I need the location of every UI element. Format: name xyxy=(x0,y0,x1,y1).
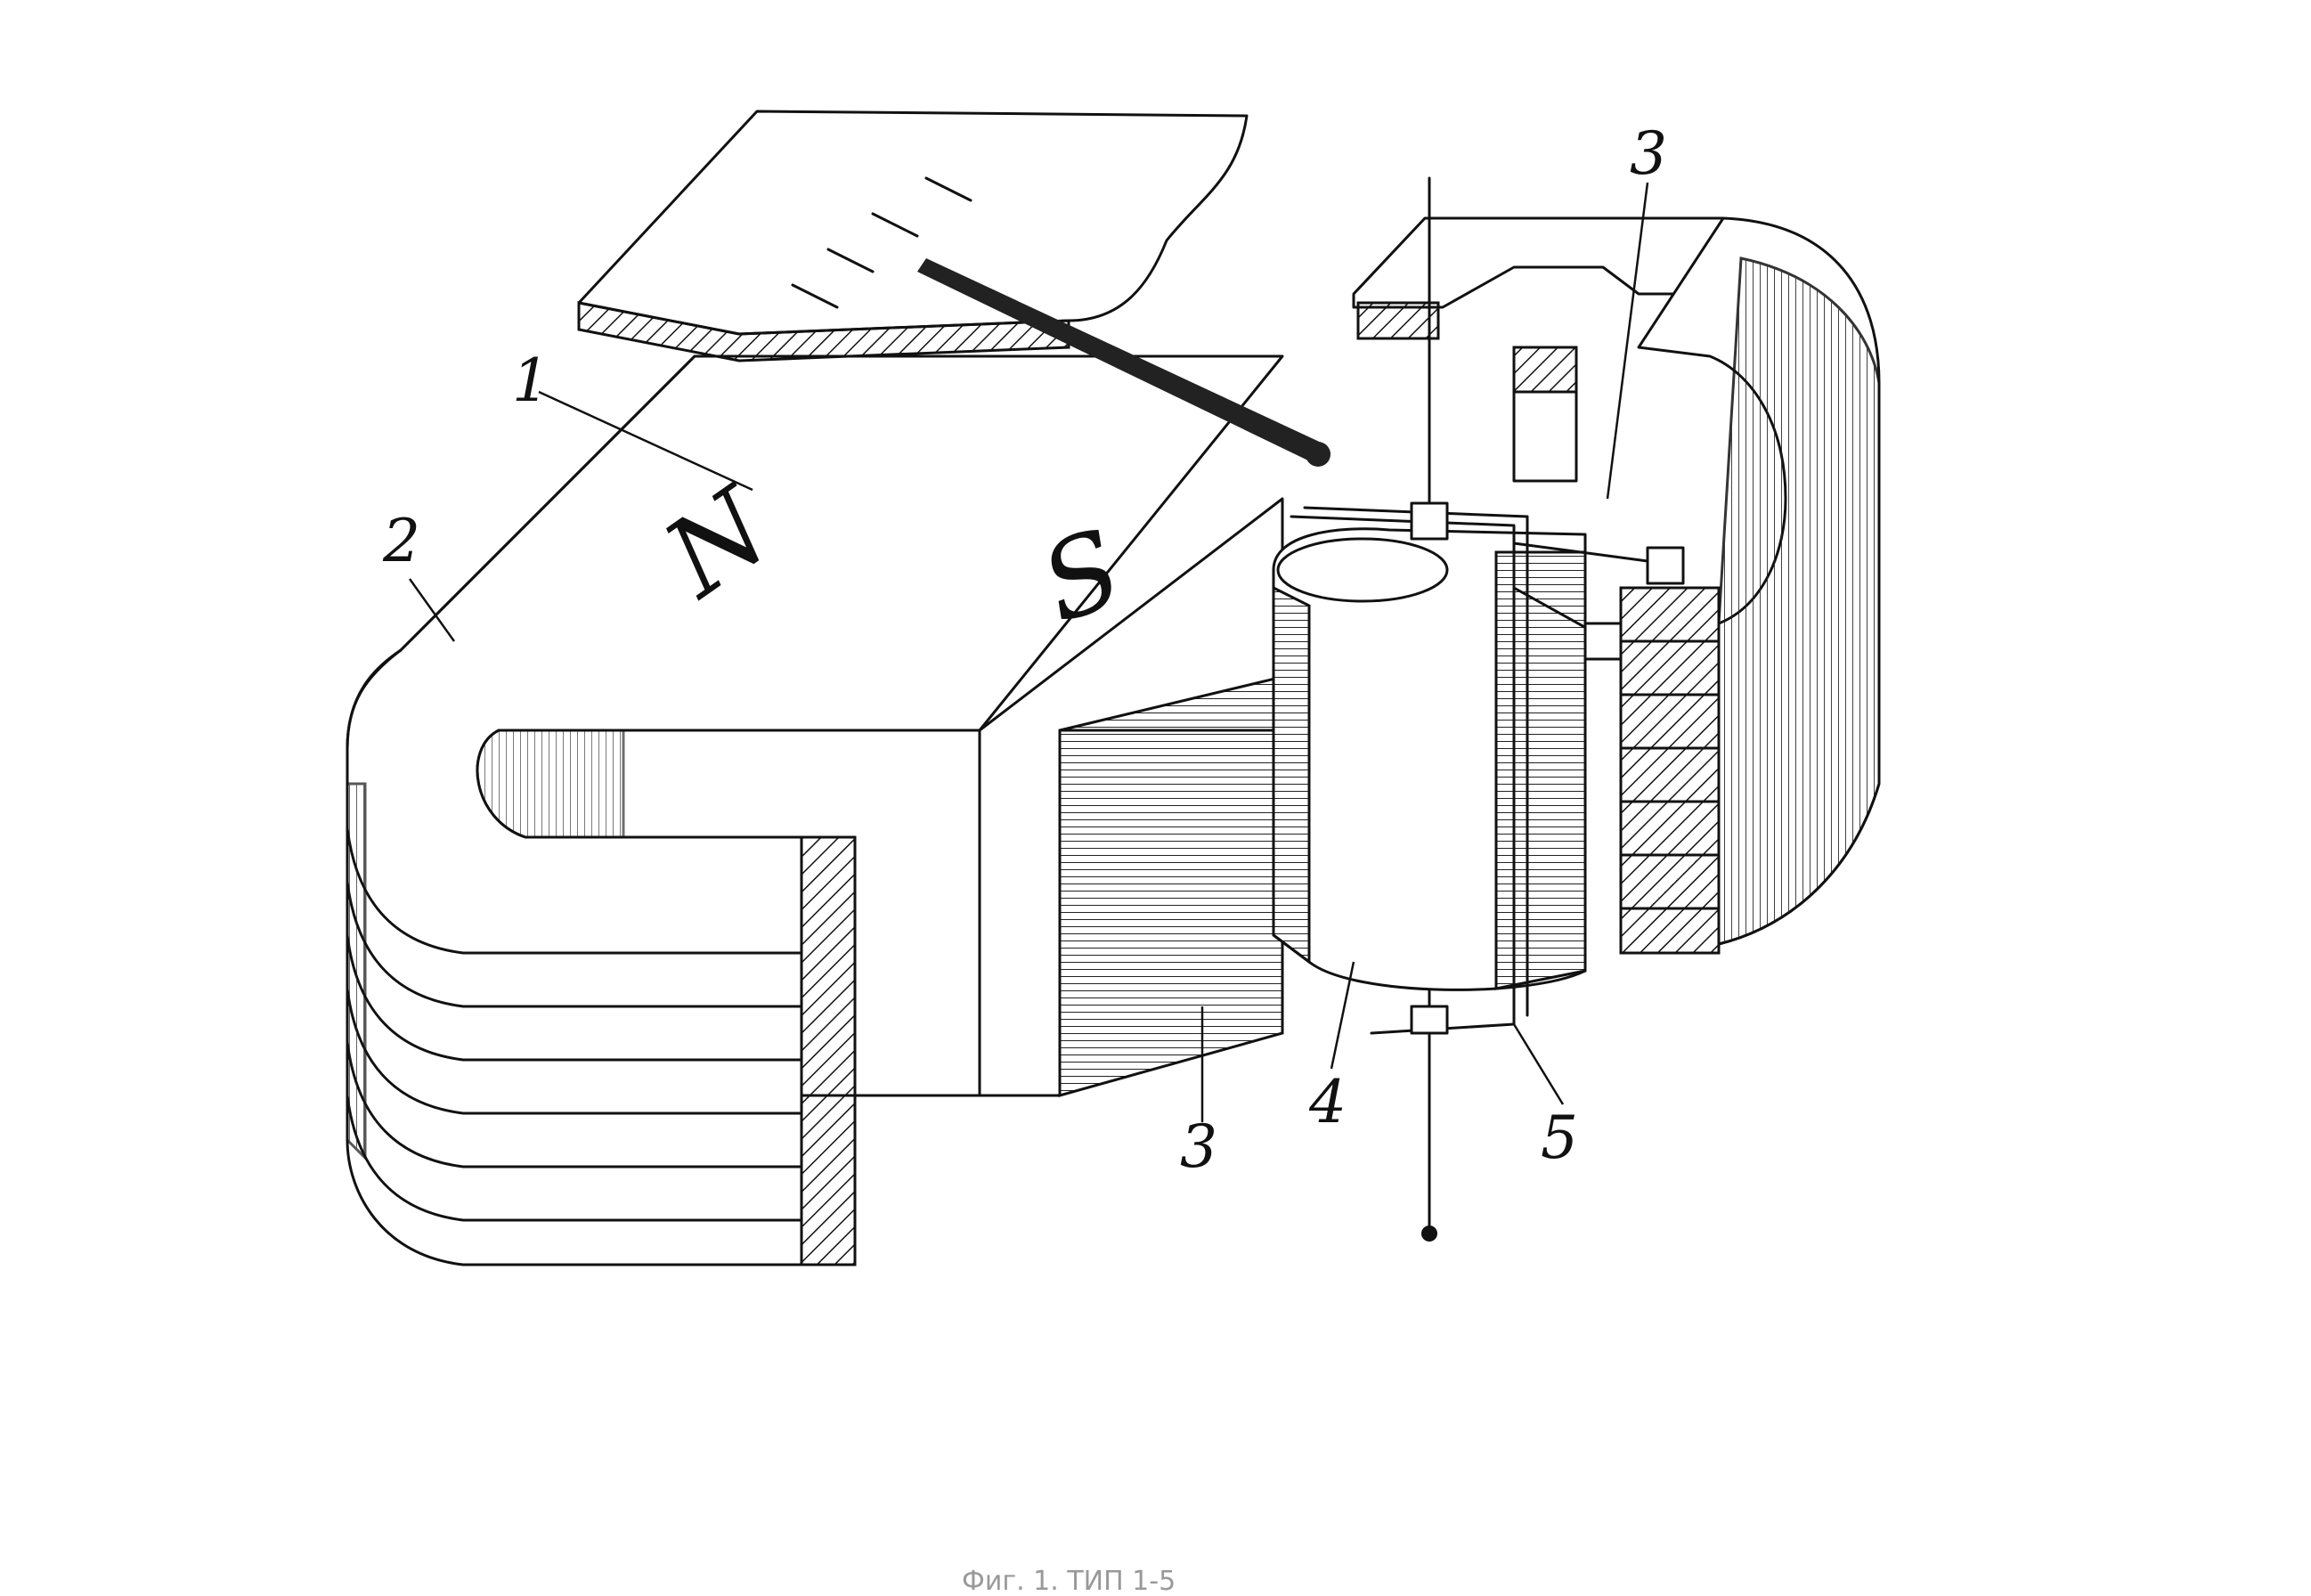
label-4: 4 xyxy=(1308,1068,1347,1136)
permanent-magnet xyxy=(346,354,1284,1266)
scale-plate xyxy=(577,110,1249,362)
label-3-front: 3 xyxy=(1180,1112,1217,1181)
label-1: 1 xyxy=(512,346,549,415)
rear-lamination-stack xyxy=(1619,586,1721,955)
label-3-rear: 3 xyxy=(1630,119,1667,188)
pointer xyxy=(917,258,1330,467)
figure-caption: Фиг. 1. ТИП 1-5 xyxy=(962,1566,1176,1596)
rear-pole-piece xyxy=(1352,216,1881,955)
coil-frame xyxy=(1290,501,1529,1035)
magnet-lamination-stack xyxy=(346,782,803,1222)
moving-coil xyxy=(1272,527,1587,991)
label-5: 5 xyxy=(1541,1103,1578,1172)
label-2: 2 xyxy=(382,507,420,575)
terminals xyxy=(1512,542,1685,661)
